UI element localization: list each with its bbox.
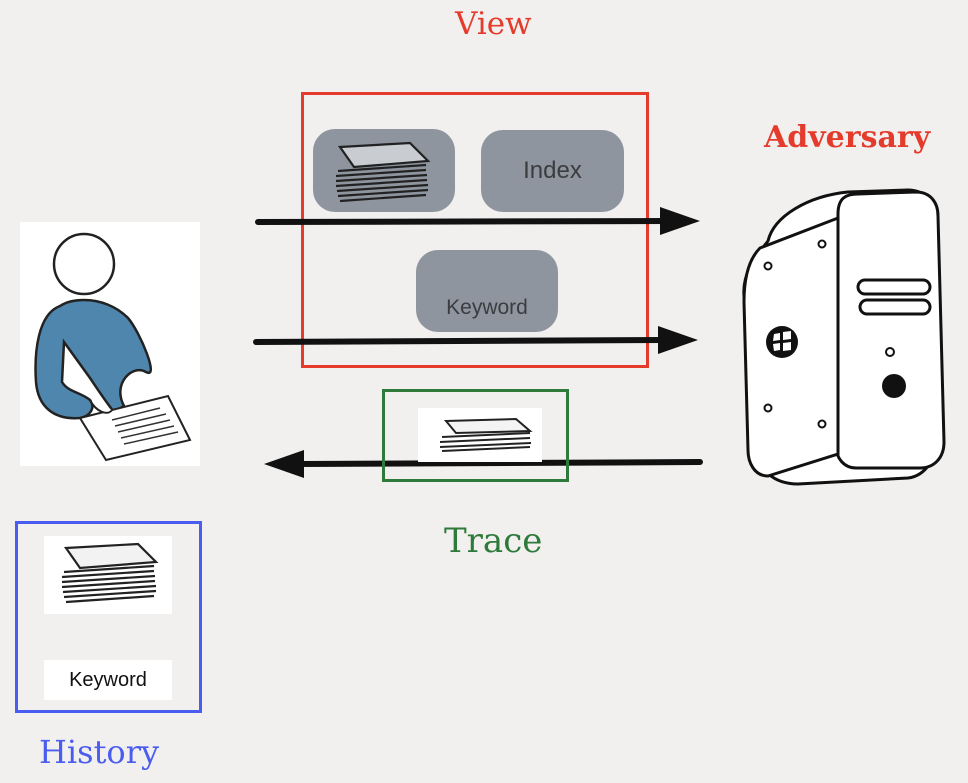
history-keyword-label: Keyword [69, 668, 147, 691]
view-label: View [455, 6, 532, 42]
document-stack-icon [61, 542, 159, 604]
document-stack-icon [439, 417, 533, 452]
windows-logo-icon [766, 326, 798, 358]
history-keyword-card: Keyword [44, 660, 172, 700]
index-pill: Index [481, 130, 624, 212]
user-card [20, 222, 200, 466]
server-tower-icon [742, 188, 946, 486]
keyword-pill: Keyword [416, 250, 558, 332]
keyword-pill-label: Keyword [446, 296, 528, 319]
history-label: History [39, 733, 160, 771]
arrow-to-adversary-bottom [253, 326, 698, 354]
documents-pill [313, 129, 455, 212]
trace-document-card [418, 408, 542, 462]
history-frame [15, 521, 202, 713]
document-stack-icon [335, 141, 431, 203]
arrow-to-user [264, 450, 703, 478]
user-writing-icon [34, 232, 192, 462]
history-document-card [44, 536, 172, 614]
arrow-to-adversary-top [255, 207, 700, 235]
index-pill-label: Index [523, 157, 582, 184]
view-frame [301, 92, 649, 368]
adversary-label: Adversary [764, 120, 931, 155]
trace-frame [382, 389, 569, 482]
trace-label: Trace [444, 521, 543, 561]
